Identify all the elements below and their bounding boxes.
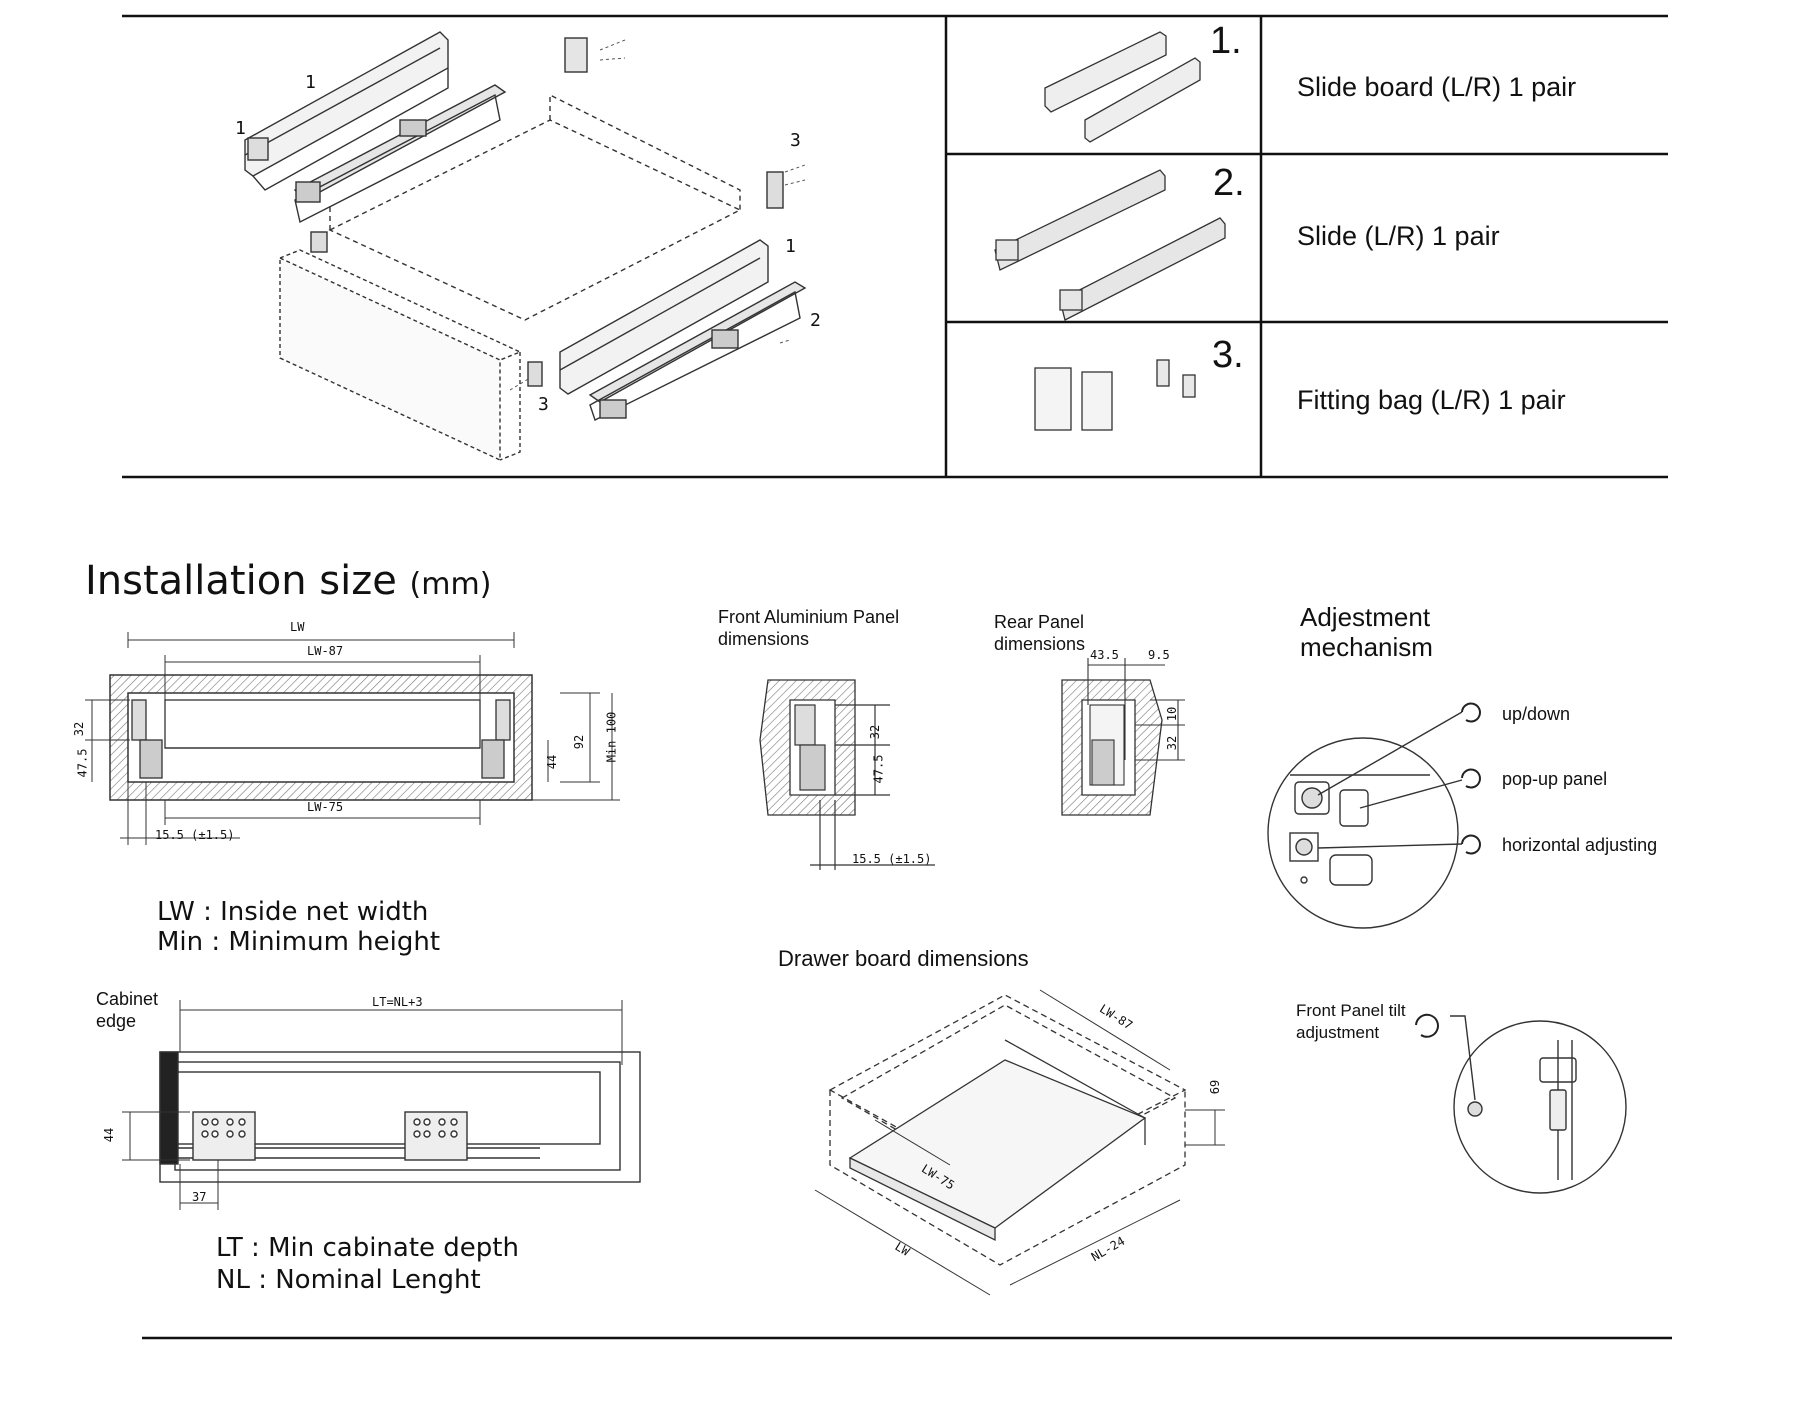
dim-lw87: LW-87 — [307, 644, 344, 658]
rear-dim-10: 10 — [1165, 706, 1180, 722]
exploded-callout: 3 — [790, 130, 801, 151]
rear-panel-title: Rear Panel dimensions — [994, 612, 1086, 654]
rear-dim-43-5: 43.5 — [1090, 648, 1119, 662]
board-dim-69: 69 — [1208, 1079, 1223, 1095]
part1-thumbnail — [1044, 31, 1201, 143]
exploded-callout: 3 — [538, 394, 549, 415]
dim-32: 32 — [72, 721, 87, 737]
exploded-callout: 1 — [785, 236, 796, 257]
dim-min-100: Min 100 — [604, 711, 619, 763]
front-dim-32: 32 — [868, 724, 883, 740]
front-cross-section — [85, 632, 620, 845]
drawer-board-iso — [814, 989, 1225, 1296]
part-label-1: Slide board (L/R) 1 pair — [1297, 72, 1577, 102]
tilt-adjust-label: Front Panel tilt adjustment — [1296, 1001, 1406, 1042]
front-dim-15-5: 15.5 (±1.5) — [852, 852, 932, 866]
dim-15-5: 15.5 (±1.5) — [155, 828, 235, 842]
exploded-drawer-view — [244, 31, 807, 462]
dim-37: 37 — [192, 1190, 207, 1204]
side-cross-section — [122, 1000, 641, 1210]
cabinet-edge-label: Cabinet edge — [96, 989, 159, 1031]
adjustment-detail — [1267, 711, 1463, 929]
part-label-3: Fitting bag (L/R) 1 pair — [1297, 385, 1566, 415]
dim-lt: LT=NL+3 — [372, 995, 423, 1009]
exploded-callout: 2 — [810, 310, 821, 331]
rotate-icons — [1415, 702, 1481, 1038]
part3-thumbnail — [1034, 359, 1196, 431]
rear-dim-32: 32 — [1165, 735, 1180, 751]
part-number-3: 3. — [1212, 334, 1244, 376]
adjust-horizontal: horizontal adjusting — [1502, 835, 1658, 855]
front-dim-47-5: 47.5 — [871, 754, 886, 784]
adjustment-title: Adjestment mechanism — [1300, 602, 1433, 662]
part-number-1: 1. — [1210, 20, 1242, 62]
tilt-detail — [1450, 1015, 1627, 1194]
legend-lw: LW : Inside net width Min : Minimum heig… — [157, 897, 441, 957]
front-panel-detail — [759, 679, 935, 870]
part-number-2: 2. — [1213, 162, 1245, 204]
dim-44: 44 — [545, 754, 560, 770]
dim-92: 92 — [572, 734, 587, 750]
part2-thumbnail — [994, 169, 1226, 321]
front-panel-title: Front Aluminium Panel dimensions — [718, 607, 900, 649]
dim-lw75: LW-75 — [307, 800, 344, 814]
dim-side-44: 44 — [102, 1127, 117, 1143]
adjust-up-down: up/down — [1502, 704, 1571, 724]
exploded-callout: 1 — [305, 72, 316, 93]
installation-title: Installation size (mm) — [85, 558, 492, 604]
legend-lt: LT : Min cabinate depth NL : Nominal Len… — [216, 1233, 519, 1295]
rear-dim-9-5: 9.5 — [1148, 648, 1170, 662]
dim-47-5: 47.5 — [75, 748, 90, 778]
dim-lw: LW — [290, 620, 305, 634]
part-label-2: Slide (L/R) 1 pair — [1297, 221, 1500, 251]
exploded-callout: 1 — [235, 118, 246, 139]
adjust-pop-up-panel: pop-up panel — [1502, 769, 1608, 789]
rear-panel-detail — [1061, 658, 1185, 816]
drawer-board-title: Drawer board dimensions — [778, 946, 1029, 971]
